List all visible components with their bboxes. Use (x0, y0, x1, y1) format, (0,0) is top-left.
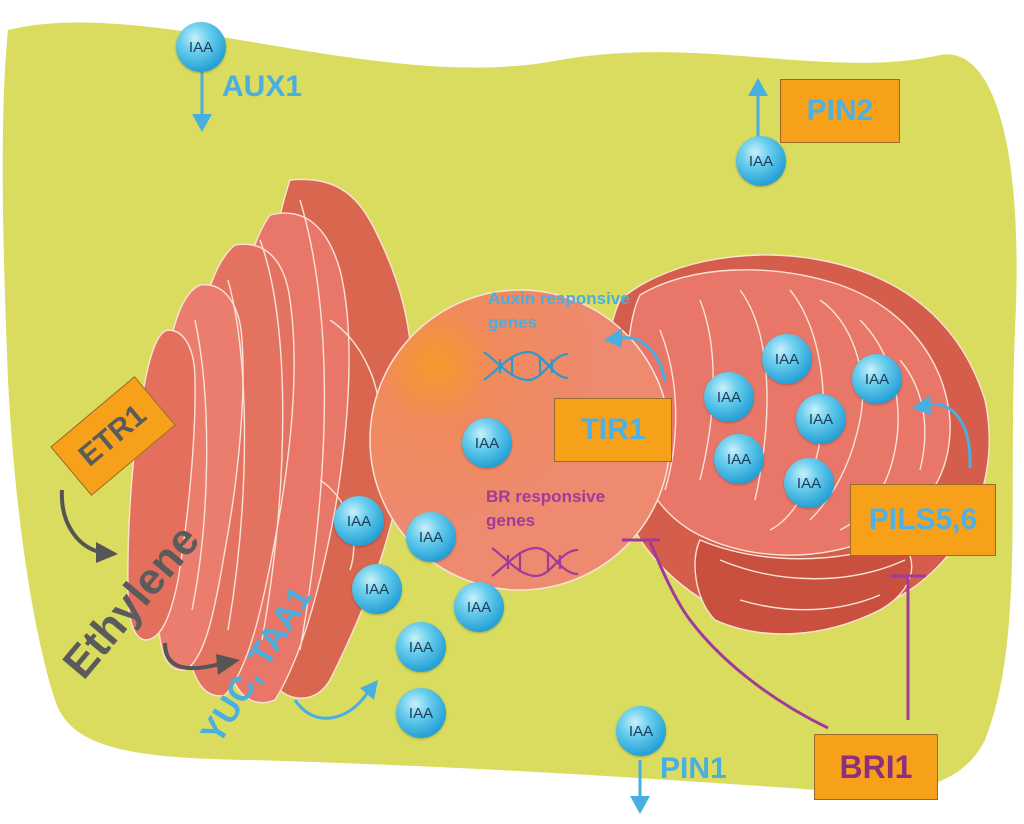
grey-arrows (59, 489, 240, 675)
dna-icon (491, 546, 579, 578)
arrow-icon (163, 642, 221, 671)
arrow-icon (619, 336, 667, 383)
inhibition-lines (622, 538, 926, 730)
arrow-icon (927, 402, 972, 469)
arrow-icon (293, 691, 370, 720)
arrow-icon (59, 489, 101, 554)
dna-icon (483, 350, 569, 382)
blue-arrows (192, 72, 972, 814)
mitochondrion (603, 254, 990, 635)
nucleus (369, 289, 671, 591)
inhibition-icon (648, 541, 829, 730)
